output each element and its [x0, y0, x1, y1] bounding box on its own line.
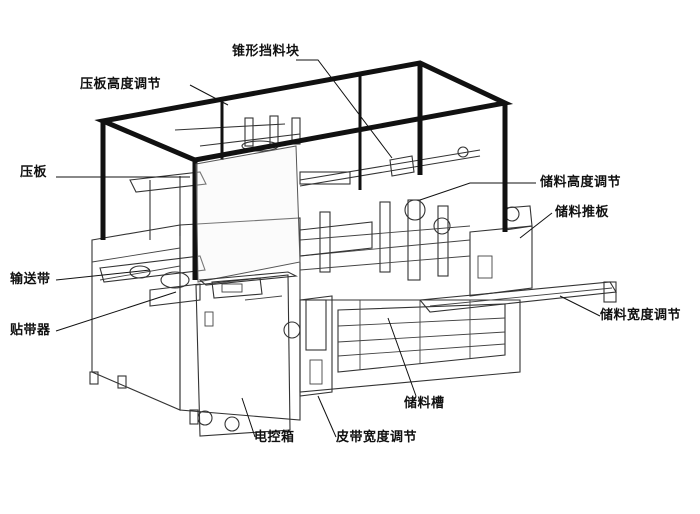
storage-slot-assembly	[299, 281, 617, 393]
label-storage-height: 储料高度调节	[540, 175, 622, 190]
storage-push-plate-box	[469, 205, 533, 297]
label-press-plate: 压板	[20, 165, 48, 180]
electrical-control-box	[195, 271, 298, 437]
label-storage-width: 储料宽度调节	[600, 308, 682, 323]
label-storage-slot: 储料槽	[404, 396, 445, 411]
label-tape-applicator: 贴带器	[10, 323, 51, 338]
leader-lines	[55, 59, 601, 438]
label-control-box: 电控箱	[254, 430, 295, 445]
top-frame	[94, 60, 514, 283]
label-cone-stop-block: 锥形挡料块	[232, 44, 300, 59]
belt-width-panel	[283, 295, 333, 397]
internal-mechanism	[99, 115, 481, 307]
label-press-plate-height: 压板高度调节	[80, 77, 162, 92]
label-conveyor-belt: 输送带	[10, 272, 51, 287]
machine-base	[89, 217, 301, 425]
label-storage-push-plate: 储料推板	[555, 205, 610, 220]
label-belt-width: 皮带宽度调节	[336, 430, 418, 445]
